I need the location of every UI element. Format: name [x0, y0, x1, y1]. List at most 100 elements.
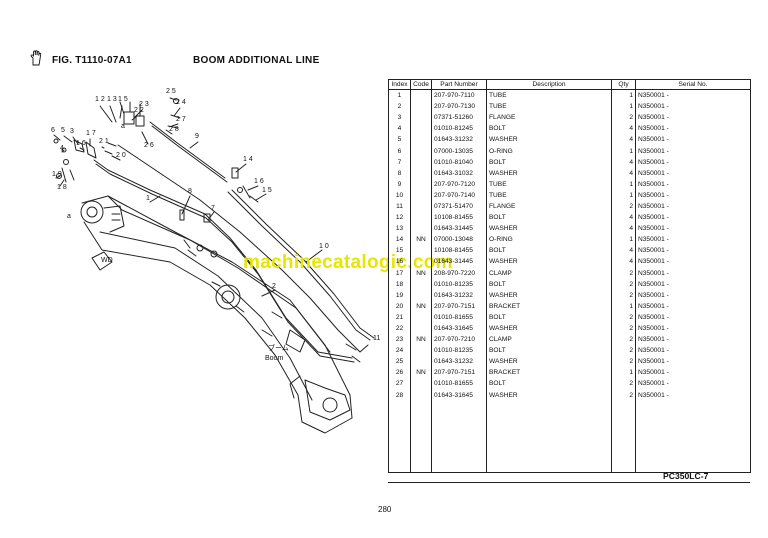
cell-serial-no: N350001 - — [635, 134, 751, 146]
cell-index: 6 — [388, 145, 411, 157]
cell-qty: 4 — [611, 167, 636, 179]
cell-serial-no: N350001 - — [635, 123, 751, 135]
diagram-callout-label: 2 — [272, 283, 276, 290]
cell-index: 3 — [388, 112, 411, 124]
diagram-callout-label: a — [121, 123, 125, 130]
cell-part-number: 01010-81655 — [431, 378, 487, 390]
cell-part-number: 07000-13035 — [431, 145, 487, 157]
cell-qty: 2 — [611, 322, 636, 335]
cell-index: 13 — [388, 223, 411, 235]
cell-serial-no: N350001 - — [635, 156, 751, 168]
cell-code — [410, 256, 432, 268]
cell-code: NN — [410, 334, 432, 346]
cell-index: 24 — [388, 345, 411, 357]
cell-index: 1 — [388, 89, 411, 102]
cell-description: BOLT — [486, 212, 612, 224]
cell-code — [410, 101, 432, 113]
cell-qty: 2 — [611, 200, 636, 213]
cell-part-number: 207-970-7151 — [431, 367, 487, 379]
diagram-callout-label: 1 3 — [107, 96, 117, 103]
diagram-callout-label: 2 3 — [139, 101, 149, 108]
empty-cell — [635, 400, 751, 473]
cell-index: 16 — [388, 256, 411, 268]
cell-code — [410, 223, 432, 235]
cell-qty: 4 — [611, 123, 636, 135]
cell-code — [410, 212, 432, 224]
cell-description: WASHER — [486, 322, 612, 335]
cell-description: BOLT — [486, 123, 612, 135]
cell-description: CLAMP — [486, 267, 612, 279]
cell-serial-no: N350001 - — [635, 189, 751, 201]
footer-divider — [388, 482, 750, 483]
cell-part-number: 01643-31445 — [431, 223, 487, 235]
diagram-callout-label: 2 6 — [144, 142, 154, 149]
diagram-callout-label: 1 8 — [57, 184, 67, 191]
cell-code: NN — [410, 367, 432, 379]
cell-qty: 1 — [611, 101, 636, 113]
cell-code — [410, 311, 432, 323]
cell-part-number: 01643-31645 — [431, 322, 487, 335]
empty-cell — [388, 400, 411, 473]
cell-part-number: 207-970-7210 — [431, 334, 487, 346]
cell-serial-no: N350001 - — [635, 245, 751, 257]
header-part-number: Part Number — [431, 79, 487, 90]
cell-part-number: 07371-51260 — [431, 112, 487, 124]
cell-code — [410, 112, 432, 124]
empty-cell — [611, 400, 636, 473]
diagram-callout-label: 2 1 — [99, 138, 109, 145]
cell-serial-no: N350001 - — [635, 345, 751, 357]
cell-code — [410, 189, 432, 201]
boom-top-plate — [107, 195, 331, 353]
cell-part-number: 07371-51470 — [431, 200, 487, 213]
table-header-row: Index Code Part Number Description Qty S… — [388, 79, 751, 90]
cell-serial-no: N350001 - — [635, 334, 751, 346]
cell-qty: 2 — [611, 345, 636, 357]
cell-code — [410, 345, 432, 357]
cell-index: 23 — [388, 334, 411, 346]
cell-qty: 1 — [611, 145, 636, 157]
cell-serial-no: N350001 - — [635, 256, 751, 268]
cell-qty: 2 — [611, 389, 636, 401]
diagram-callout-label: 6 — [51, 127, 55, 134]
tube-2 — [117, 144, 369, 353]
boom-foot-pin — [86, 206, 98, 218]
cell-part-number: 207-970-7120 — [431, 178, 487, 190]
cell-description: WASHER — [486, 134, 612, 146]
diagram-callout-label: 8 — [188, 188, 192, 195]
cell-qty: 2 — [611, 311, 636, 323]
cell-index: 19 — [388, 289, 411, 301]
cell-description: BOLT — [486, 245, 612, 257]
cell-serial-no: N350001 - — [635, 89, 751, 102]
cell-description: BOLT — [486, 156, 612, 168]
diagram-callout-label: 9 — [195, 133, 199, 140]
cell-serial-no: N350001 - — [635, 223, 751, 235]
empty-cell — [486, 400, 612, 473]
parts-list-table: Index Code Part Number Description Qty S… — [388, 79, 751, 473]
cell-serial-no: N350001 - — [635, 356, 751, 368]
tube-10 — [227, 191, 371, 341]
cell-qty: 2 — [611, 356, 636, 368]
diagram-callout-label: Boom — [265, 355, 283, 362]
cell-code — [410, 123, 432, 135]
cell-description: WASHER — [486, 223, 612, 235]
diagram-callout-label: 1 5 — [118, 96, 128, 103]
diagram-callout-label: 2 5 — [166, 88, 176, 95]
cell-serial-no: N350001 - — [635, 322, 751, 335]
cell-index: 18 — [388, 278, 411, 290]
boom-outline-upper — [81, 195, 353, 419]
cell-qty: 4 — [611, 256, 636, 268]
cell-code — [410, 289, 432, 301]
